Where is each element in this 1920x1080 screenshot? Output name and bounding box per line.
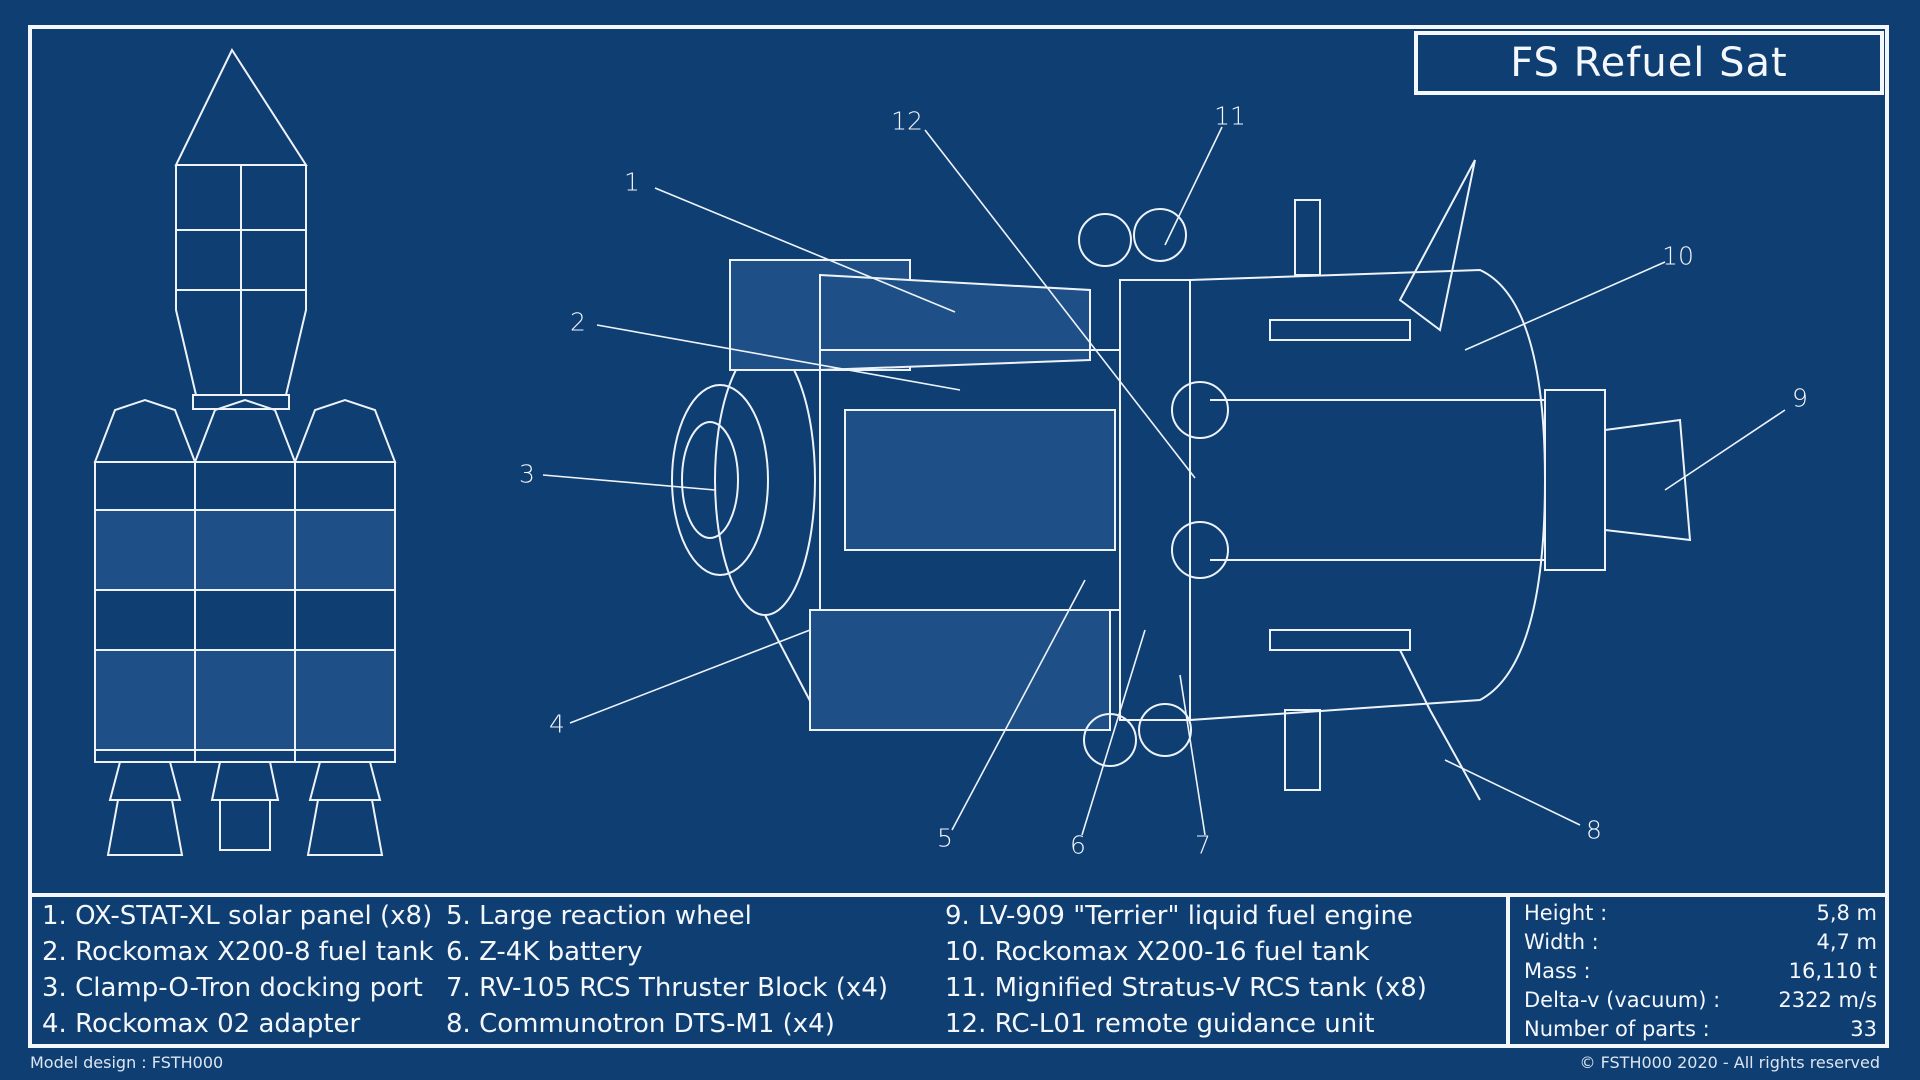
- spec-value: 5,8 m: [1816, 901, 1877, 925]
- legend-item: 8. Communotron DTS-M1 (x4): [446, 1009, 835, 1039]
- spec-row-width: Width : 4,7 m: [1524, 928, 1877, 957]
- legend-item: 9. LV-909 "Terrier" liquid fuel engine: [945, 901, 1413, 931]
- legend-item: 2. Rockomax X200-8 fuel tank: [42, 937, 434, 967]
- callout-number-8: 8: [1586, 815, 1602, 845]
- legend-column-1: 1. OX-STAT-XL solar panel (x8) 2. Rockom…: [42, 898, 434, 1042]
- spec-label: Number of parts :: [1524, 1017, 1710, 1041]
- model-design-credit: Model design : FSTH000: [30, 1053, 224, 1072]
- launch-vehicle-illustration: [93, 47, 397, 856]
- callout-number-7: 7: [1195, 830, 1211, 860]
- legend-item: 3. Clamp-O-Tron docking port: [42, 973, 423, 1003]
- callout-number-1: 1: [624, 167, 640, 197]
- legend-column-3: 9. LV-909 "Terrier" liquid fuel engine 1…: [945, 898, 1427, 1042]
- specifications-panel: Height : 5,8 m Width : 4,7 m Mass : 16,1…: [1506, 893, 1889, 1048]
- spec-label: Delta-v (vacuum) :: [1524, 988, 1721, 1012]
- legend-item: 12. RC-L01 remote guidance unit: [945, 1009, 1375, 1039]
- legend-column-2: 5. Large reaction wheel 6. Z-4K battery …: [446, 898, 888, 1042]
- legend-item: 5. Large reaction wheel: [446, 901, 752, 931]
- legend-item: 11. Mignified Stratus-V RCS tank (x8): [945, 973, 1427, 1003]
- callout-number-5: 5: [937, 823, 953, 853]
- spec-value: 4,7 m: [1816, 930, 1877, 954]
- callout-number-3: 3: [519, 459, 535, 489]
- spec-value: 33: [1850, 1017, 1877, 1041]
- spec-label: Mass :: [1524, 959, 1591, 983]
- legend-item: 1. OX-STAT-XL solar panel (x8): [42, 901, 433, 931]
- booster-left: [93, 398, 197, 856]
- callout-number-10: 10: [1662, 241, 1694, 271]
- spec-value: 16,110 t: [1788, 959, 1877, 983]
- legend-item: 4. Rockomax 02 adapter: [42, 1009, 361, 1039]
- legend-item: 6. Z-4K battery: [446, 937, 643, 967]
- satellite-illustration: [671, 159, 1692, 801]
- spec-label: Width :: [1524, 930, 1599, 954]
- callout-number-12: 12: [891, 106, 923, 136]
- spec-row-parts: Number of parts : 33: [1524, 1015, 1877, 1044]
- booster-right: [293, 398, 397, 856]
- spec-row-height: Height : 5,8 m: [1524, 899, 1877, 928]
- legend-band: [28, 893, 1889, 1048]
- copyright-notice: © FSTH000 2020 - All rights reserved: [1579, 1053, 1881, 1072]
- blueprint-title: FS Refuel Sat: [1414, 31, 1884, 95]
- callout-leader-lines: [542, 126, 1786, 836]
- callout-number-4: 4: [549, 709, 565, 739]
- callout-number-6: 6: [1070, 830, 1086, 860]
- blueprint-frame: [28, 25, 1889, 1048]
- callout-number-2: 2: [570, 307, 586, 337]
- callout-number-11: 11: [1214, 101, 1246, 131]
- spec-value: 2322 m/s: [1778, 988, 1877, 1012]
- callout-number-9: 9: [1792, 383, 1808, 413]
- spec-row-mass: Mass : 16,110 t: [1524, 957, 1877, 986]
- spec-row-delta-v: Delta-v (vacuum) : 2322 m/s: [1524, 986, 1877, 1015]
- legend-item: 10. Rockomax X200-16 fuel tank: [945, 937, 1370, 967]
- spec-label: Height :: [1524, 901, 1608, 925]
- legend-item: 7. RV-105 RCS Thruster Block (x4): [446, 973, 888, 1003]
- booster-center: [193, 398, 297, 851]
